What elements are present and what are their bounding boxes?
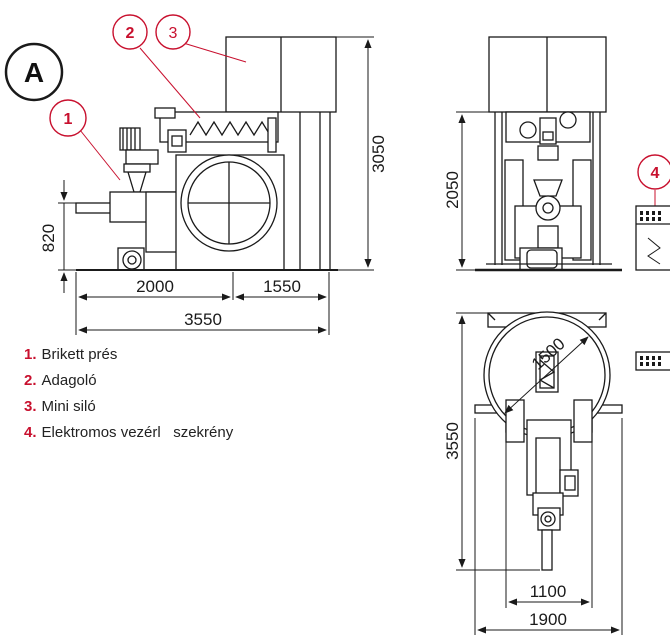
legend-num: 4. xyxy=(24,424,37,441)
callout-4: 4 xyxy=(651,165,660,182)
legend-label: Mini siló xyxy=(41,398,96,415)
top-dimension-lines xyxy=(456,312,623,635)
callout-1: 1 xyxy=(64,111,73,128)
legend: 1.Brikett prés 2.Adagoló 3.Mini siló 4.E… xyxy=(24,342,233,446)
front-view xyxy=(475,36,622,272)
dim-front-height: 2050 xyxy=(443,171,462,209)
legend-label: Elektromos vezérl szekrény xyxy=(41,424,234,441)
side-motor xyxy=(119,127,159,165)
side-feeder xyxy=(154,107,279,153)
legend-item-silo: 3.Mini siló xyxy=(24,394,233,420)
side-press xyxy=(75,154,285,271)
legend-item-cabinet: 4.Elektromos vezérl szekrény xyxy=(24,420,233,446)
side-view xyxy=(75,36,338,271)
legend-num: 2. xyxy=(24,372,37,389)
side-dimension-lines xyxy=(58,36,374,335)
callout-3: 3 xyxy=(169,25,178,42)
front-dimension-lines xyxy=(456,111,492,271)
badge-letter: A xyxy=(24,57,44,88)
legend-label: Brikett prés xyxy=(41,346,118,363)
legend-num: 3. xyxy=(24,398,37,415)
legend-item-feeder: 2.Adagoló xyxy=(24,368,233,394)
callout-2: 2 xyxy=(126,25,135,42)
dim-side-press-length: 2000 xyxy=(136,277,174,296)
dim-side-total-height: 3050 xyxy=(369,135,388,173)
legend-label: Adagoló xyxy=(41,372,97,389)
control-cabinet xyxy=(635,205,670,371)
dim-top-depth: 3550 xyxy=(443,422,462,460)
legend-num: 1. xyxy=(24,346,37,363)
callouts: 1 2 3 4 xyxy=(49,14,670,248)
legend-item-press: 1.Brikett prés xyxy=(24,342,233,368)
dim-side-inlet-height: 820 xyxy=(39,224,58,252)
dim-side-total-length: 3550 xyxy=(184,310,222,329)
dim-top-inner-width: 1100 xyxy=(530,582,567,601)
view-badge: A xyxy=(4,42,64,102)
dim-side-silo-length: 1550 xyxy=(263,277,301,296)
dim-top-outer-width: 1900 xyxy=(529,610,567,629)
